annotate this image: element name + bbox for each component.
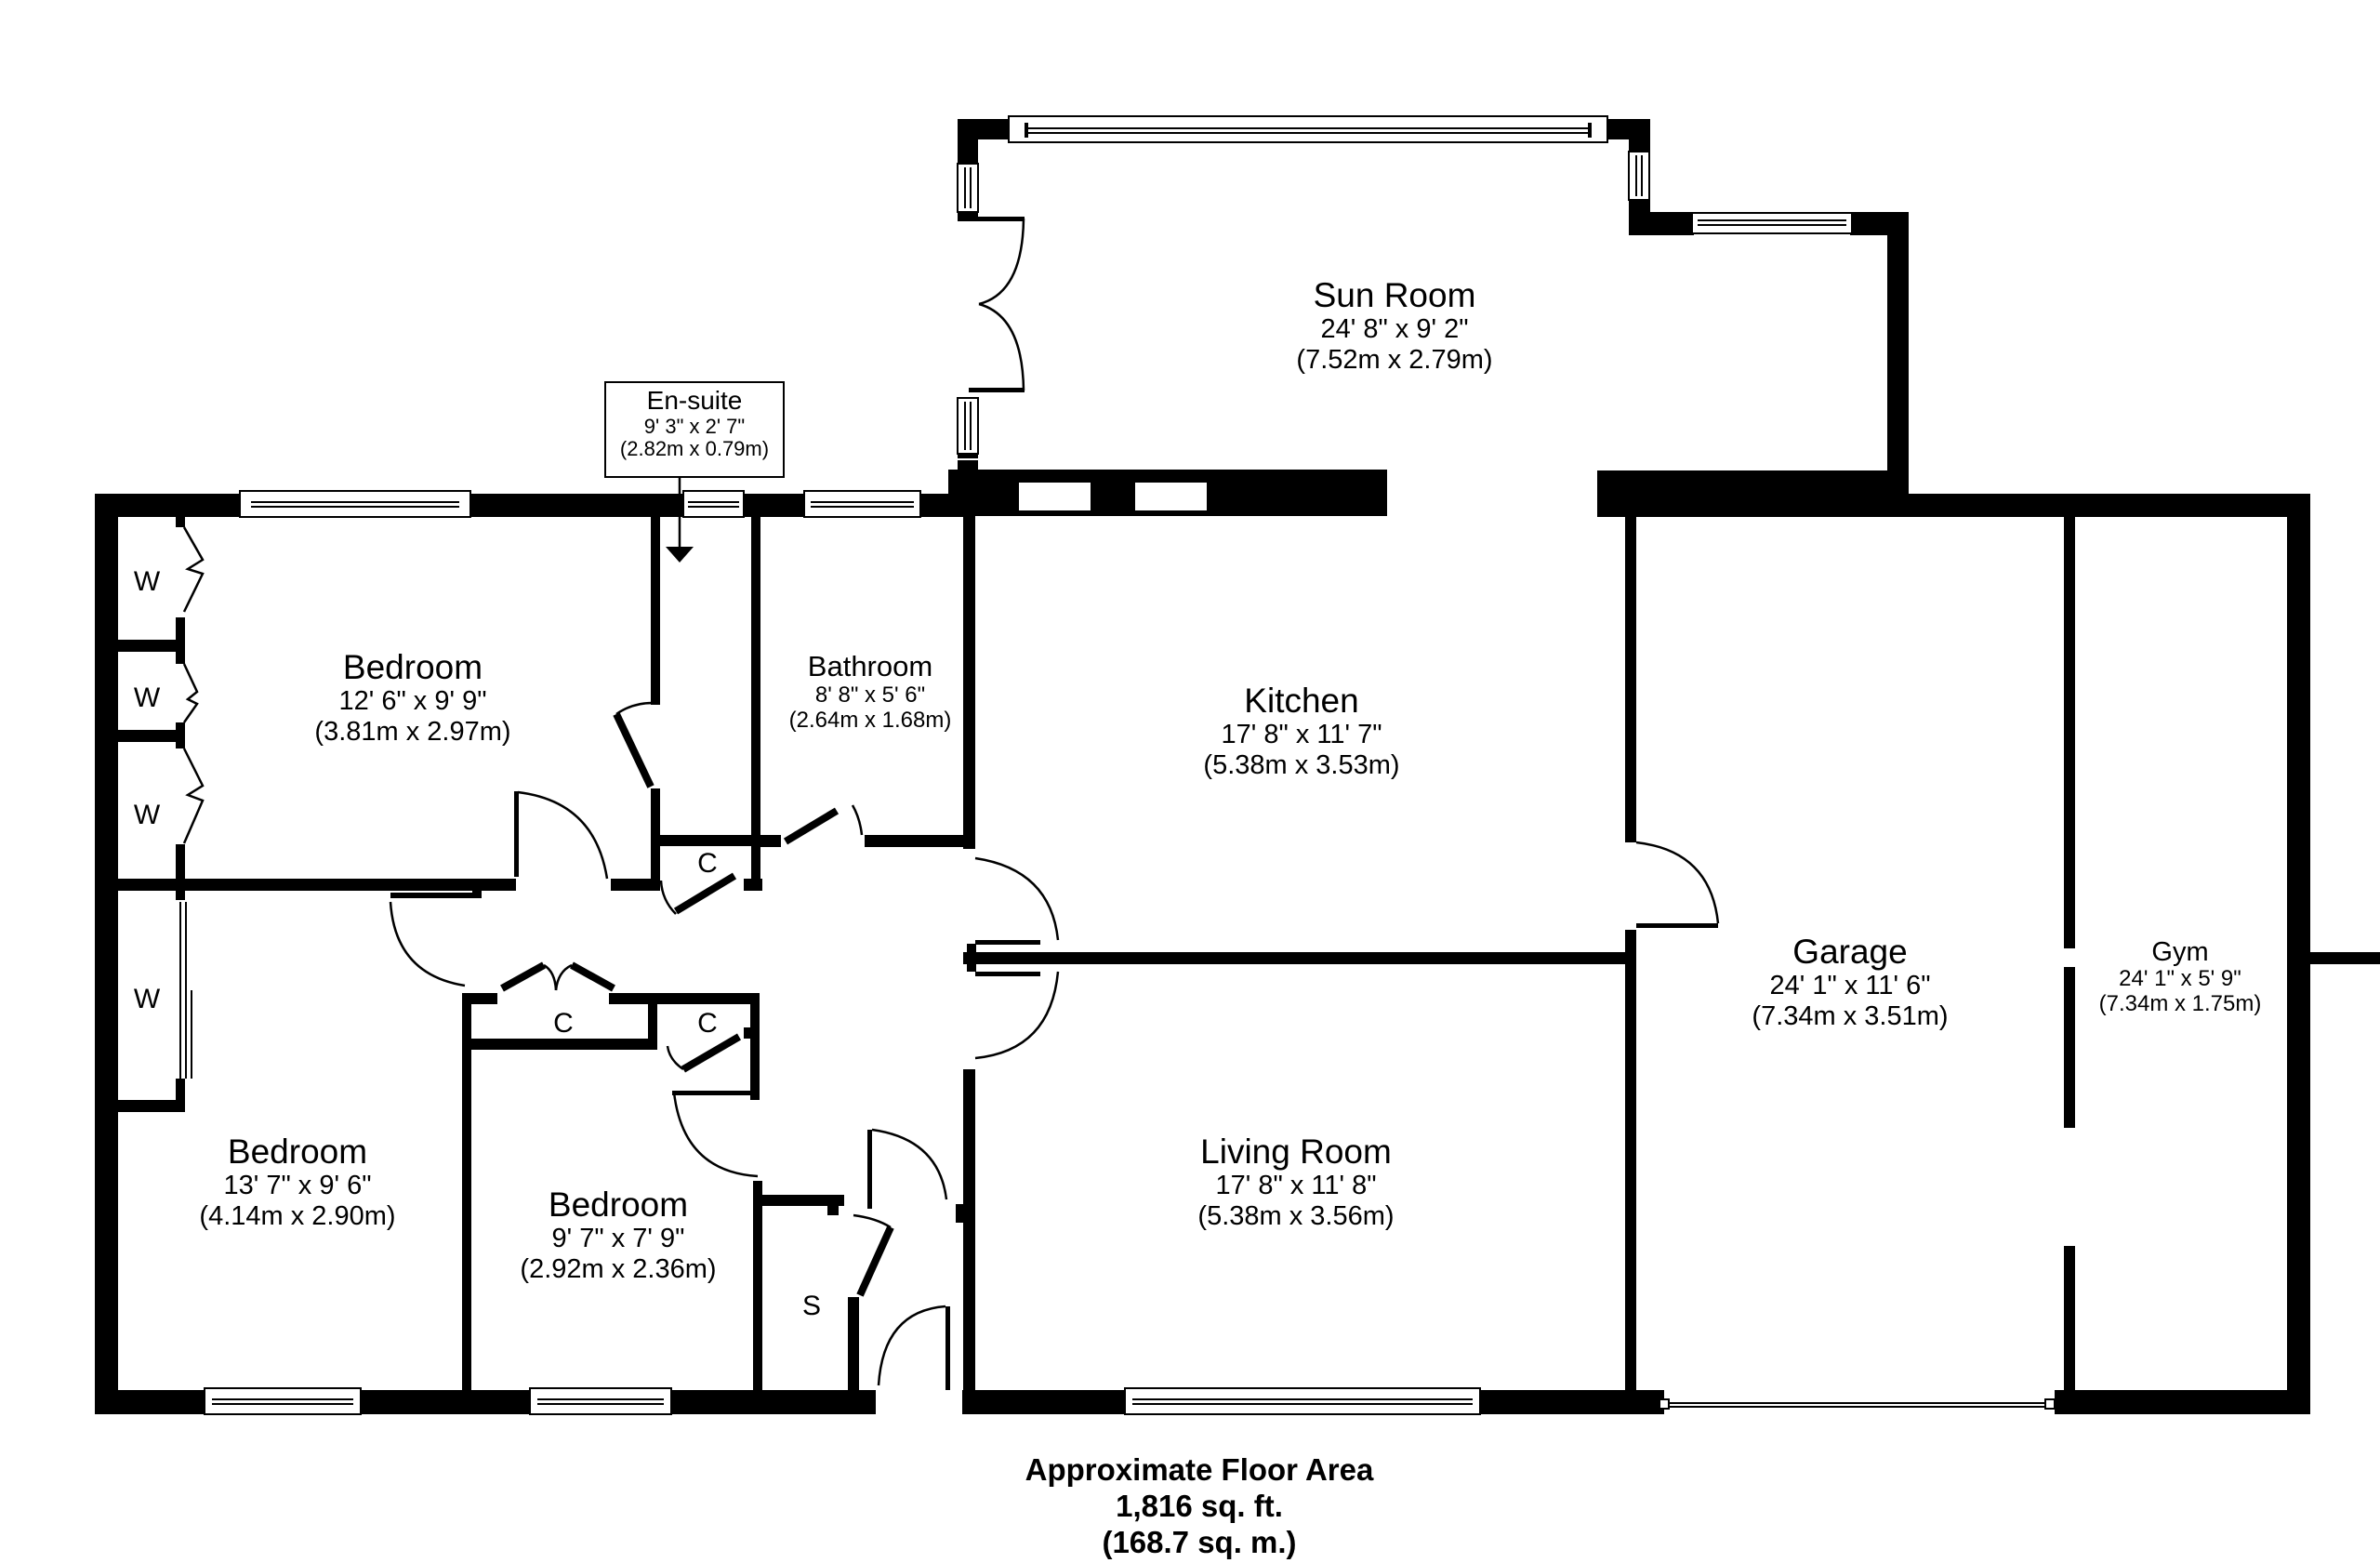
bedroom-1-walls bbox=[116, 514, 975, 898]
cupboard-doors bbox=[500, 961, 742, 1073]
floor-area-title: Approximate Floor Area bbox=[1025, 1452, 1374, 1487]
room-name: Bedroom bbox=[227, 1133, 368, 1171]
floor-area-imperial: 1,816 sq. ft. bbox=[1116, 1488, 1283, 1523]
room-dimensions-imperial: 9' 3" x 2' 7" bbox=[643, 414, 746, 438]
room-dimensions-metric: (7.34m x 3.51m) bbox=[1752, 1000, 1949, 1031]
room-dimensions-imperial: 8' 8" x 5' 6" bbox=[814, 682, 926, 708]
cupboard-tag: C bbox=[553, 1008, 574, 1039]
approximate-floor-area: Approximate Floor Area 1,816 sq. ft. (16… bbox=[1025, 1452, 1374, 1561]
hall-doors bbox=[867, 841, 1720, 1390]
room-dimensions-imperial: 24' 1" x 5' 9" bbox=[2119, 966, 2241, 992]
room-name: Gym bbox=[2151, 937, 2209, 967]
sun-room-windows bbox=[957, 115, 1853, 455]
room-dimensions-imperial: 9' 7" x 7' 9" bbox=[551, 1224, 685, 1254]
room-dimensions-metric: (2.92m x 2.36m) bbox=[520, 1253, 717, 1284]
room-dimensions-metric: (4.14m x 2.90m) bbox=[199, 1200, 396, 1231]
room-name: Garage bbox=[1792, 933, 1908, 971]
room-name: Sun Room bbox=[1313, 276, 1476, 314]
wardrobe-tag: W bbox=[133, 800, 161, 830]
wardrobe-tag: W bbox=[133, 984, 161, 1014]
room-name: Bedroom bbox=[548, 1185, 689, 1224]
room-dimensions-imperial: 24' 1" x 11' 6" bbox=[1769, 971, 1931, 1001]
room-label-bedroom-3: Bedroom 9' 7" x 7' 9" (2.92m x 2.36m) bbox=[520, 1185, 716, 1284]
room-label-kitchen: Kitchen 17' 8" x 11' 7" (5.38m x 3.53m) bbox=[1203, 682, 1399, 780]
room-label-en-suite: En-suite 9' 3" x 2' 7" (2.82m x 0.79m) bbox=[604, 381, 785, 478]
room-dimensions-metric: (2.82m x 0.79m) bbox=[619, 436, 770, 460]
sun-room-walls bbox=[948, 119, 1909, 516]
store-tag: S bbox=[801, 1291, 822, 1321]
room-name: Bedroom bbox=[342, 648, 483, 686]
room-label-living-room: Living Room 17' 8" x 11' 8" (5.38m x 3.5… bbox=[1197, 1133, 1394, 1231]
room-label-garage: Garage 24' 1" x 11' 6" (7.34m x 3.51m) bbox=[1752, 933, 1948, 1031]
room-label-sun-room: Sun Room 24' 8" x 9' 2" (7.52m x 2.79m) bbox=[1296, 276, 1492, 375]
sun-room-french-doors bbox=[969, 217, 1025, 392]
bottom-windows bbox=[204, 1387, 2056, 1415]
room-dimensions-imperial: 24' 8" x 9' 2" bbox=[1320, 314, 1469, 345]
room-label-gym: Gym 24' 1" x 5' 9" (7.34m x 1.75m) bbox=[2099, 937, 2262, 1017]
room-dimensions-imperial: 17' 8" x 11' 8" bbox=[1215, 1171, 1377, 1201]
room-dimensions-metric: (2.64m x 1.68m) bbox=[788, 707, 952, 733]
room-name: En-suite bbox=[646, 386, 743, 415]
top-windows bbox=[239, 490, 921, 518]
room-dimensions-metric: (5.38m x 3.53m) bbox=[1203, 749, 1400, 780]
cupboard-tag: C bbox=[697, 1008, 718, 1039]
bedroom-1-doors bbox=[517, 701, 864, 915]
room-name: Kitchen bbox=[1244, 682, 1359, 720]
room-label-bathroom: Bathroom 8' 8" x 5' 6" (2.64m x 1.68m) bbox=[788, 650, 952, 733]
room-dimensions-metric: (7.34m x 1.75m) bbox=[2098, 991, 2262, 1017]
room-dimensions-metric: (3.81m x 2.97m) bbox=[314, 716, 511, 747]
room-dimensions-imperial: 17' 8" x 11' 7" bbox=[1221, 720, 1382, 750]
room-dimensions-metric: (7.52m x 2.79m) bbox=[1296, 344, 1493, 375]
wardrobe-tag: W bbox=[133, 682, 161, 713]
outer-walls bbox=[95, 470, 2310, 1414]
room-dimensions-metric: (5.38m x 3.56m) bbox=[1197, 1200, 1395, 1231]
en-suite-pointer bbox=[666, 474, 694, 563]
room-label-bedroom-2: Bedroom 13' 7" x 9' 6" (4.14m x 2.90m) bbox=[199, 1133, 395, 1231]
wardrobe-tag: W bbox=[133, 566, 161, 597]
room-name: Bathroom bbox=[807, 650, 933, 682]
cupboards-walls bbox=[462, 993, 894, 1395]
wardrobe-doors bbox=[116, 526, 205, 1112]
floor-area-metric: (168.7 sq. m.) bbox=[1102, 1524, 1297, 1559]
room-label-bedroom-1: Bedroom 12' 6" x 9' 9" (3.81m x 2.97m) bbox=[314, 648, 510, 747]
bedroom-2-walls bbox=[389, 901, 497, 1393]
room-dimensions-imperial: 13' 7" x 9' 6" bbox=[223, 1171, 372, 1201]
room-dimensions-imperial: 12' 6" x 9' 9" bbox=[338, 686, 487, 717]
room-name: Living Room bbox=[1200, 1133, 1392, 1171]
cupboard-tag: C bbox=[697, 848, 718, 879]
